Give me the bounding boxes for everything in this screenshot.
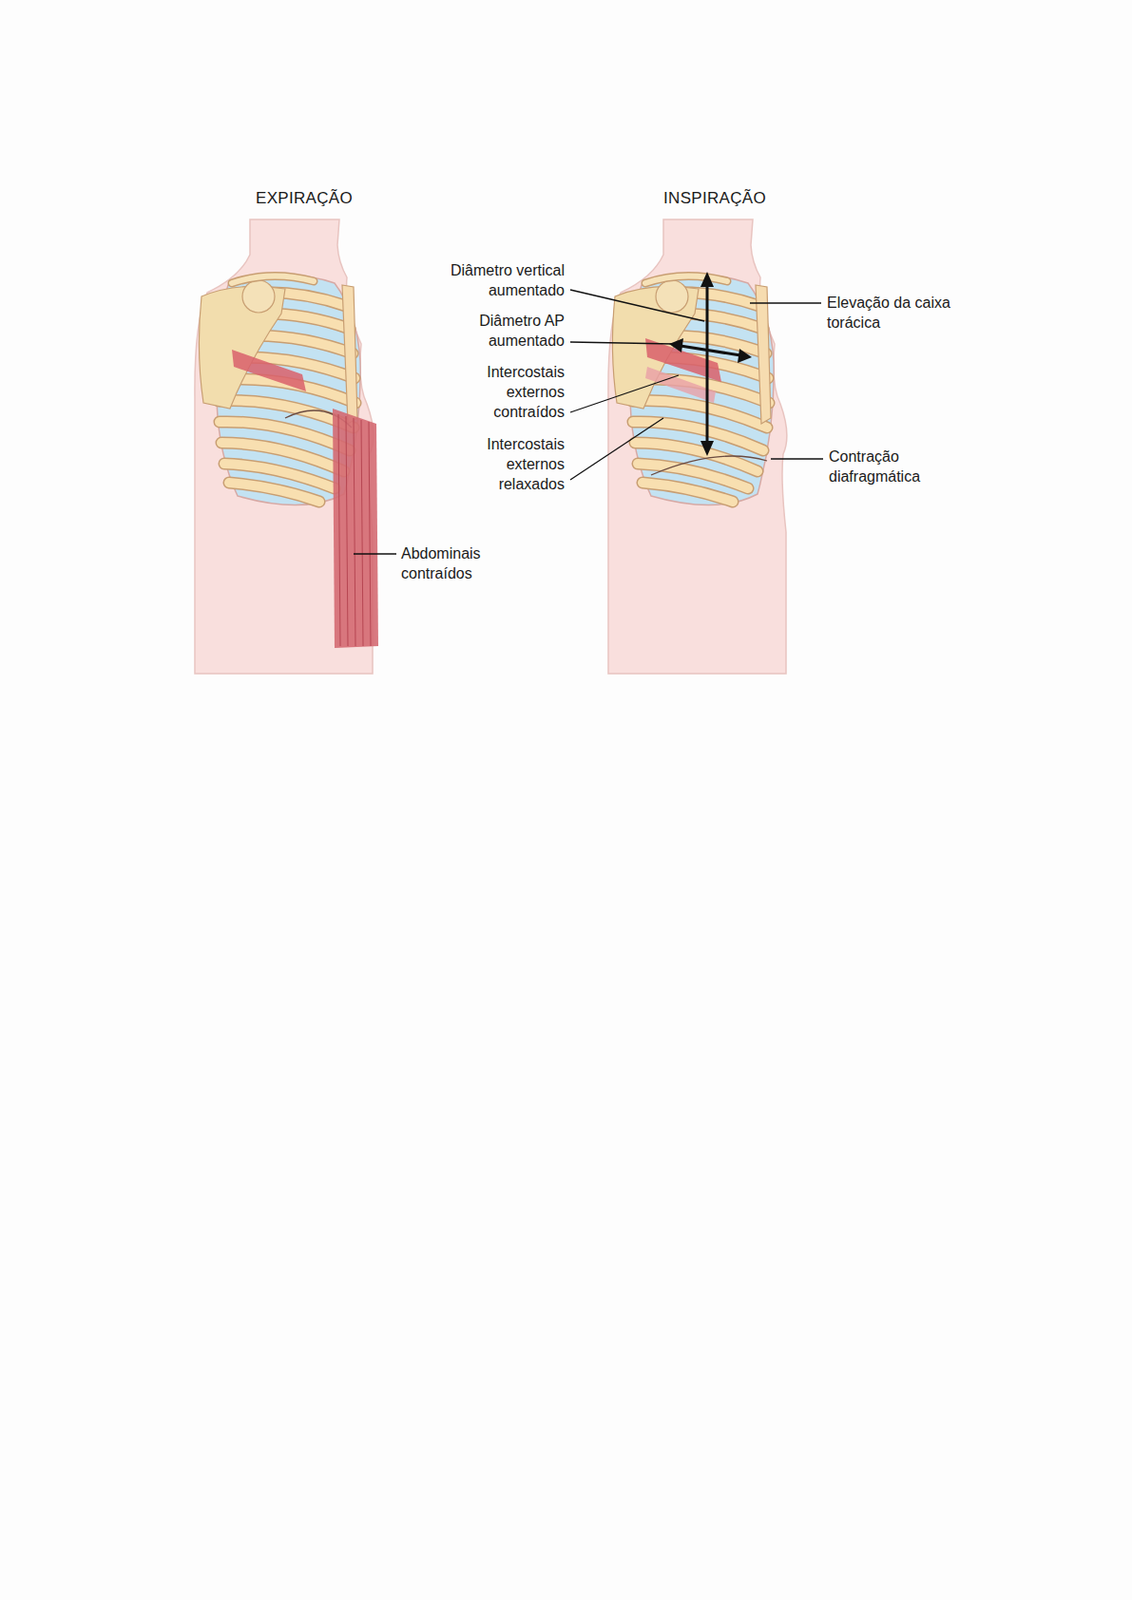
panel-title: EXPIRAÇÃO bbox=[228, 188, 381, 209]
muscle-label: Abdominais contraídos bbox=[401, 543, 516, 584]
callout-label: Diâmetro AP aumentado bbox=[450, 310, 565, 351]
callout-label: Intercostais externos contraídos bbox=[458, 362, 565, 423]
panel-title: INSPIRAÇÃO bbox=[633, 188, 796, 209]
callout-label: Elevação da caixa torácica bbox=[826, 292, 951, 333]
callout-label: Contração diafragmática bbox=[828, 446, 953, 487]
callout-label: Intercostais externos relaxados bbox=[458, 434, 565, 495]
abdominal-muscle bbox=[332, 408, 379, 649]
callout-label: Diâmetro vertical aumentado bbox=[422, 260, 565, 301]
